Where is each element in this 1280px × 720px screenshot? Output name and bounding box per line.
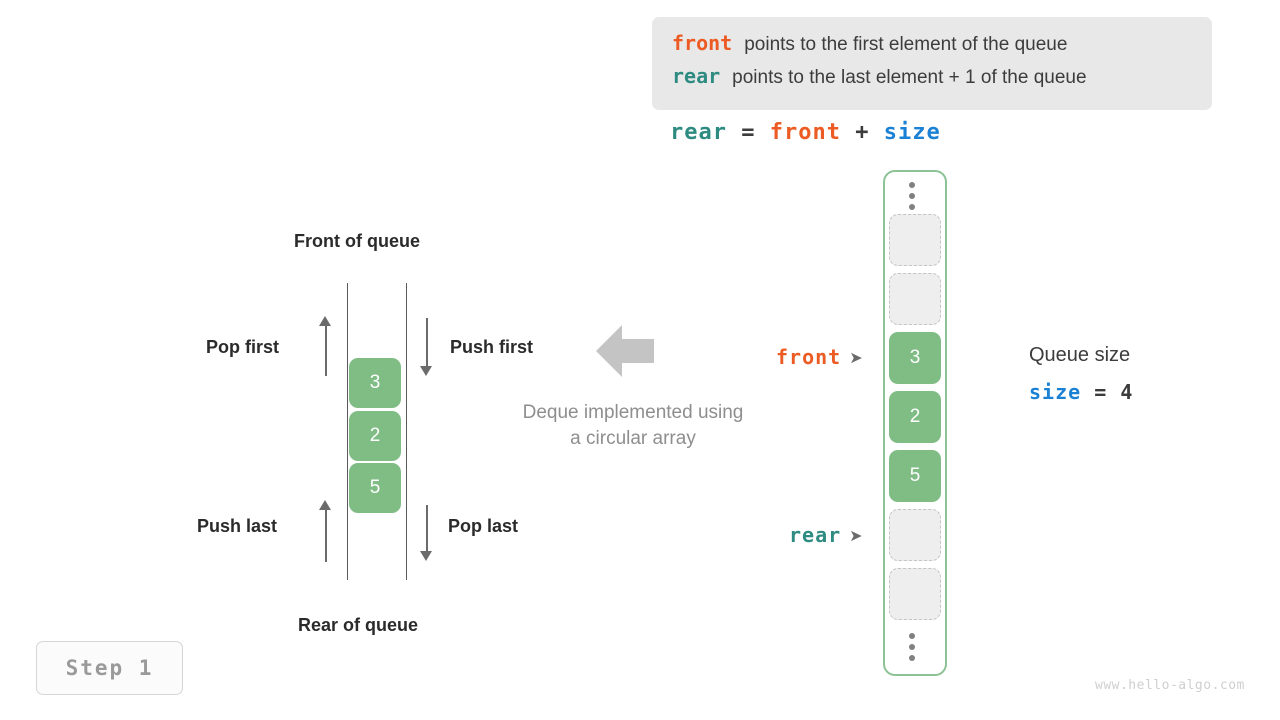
pop-last-arrow-shaft-icon [426,505,428,553]
bottom-ellipsis-icon [909,633,915,666]
formula-equals: = [741,120,756,145]
push-first-label: Push first [450,337,534,357]
push-first-arrow-shaft-icon [426,318,428,368]
legend-text-rear: points to the last element + 1 of the qu… [732,67,1087,88]
rear-pointer-label: rear ➤ [789,523,864,548]
front-of-queue-label: Front of queue [294,231,420,251]
array-slot-empty [889,509,941,561]
step-badge: Step 1 [36,641,183,695]
array-slot-empty [889,273,941,325]
legend-line-front: front points to the first element of the… [672,31,1192,64]
rear-pointer-text: rear [789,523,842,547]
legend-line-rear: rear points to the last element + 1 of t… [672,64,1192,97]
deque-cell: 3 [349,358,401,408]
rear-formula: rear = front + size [670,120,941,145]
deque-rail-left [347,283,348,580]
queue-size-equals: = [1094,380,1108,404]
queue-size-value: 4 [1120,380,1134,404]
legend-token-rear: rear [672,64,721,88]
deque-cell: 2 [349,411,401,461]
pop-last-label: Pop last [448,516,519,536]
footer-url: www.hello-algo.com [1095,678,1245,693]
array-slot-filled: 5 [889,450,941,502]
push-last-arrow-head-icon [319,500,331,510]
pointer-legend-box: front points to the first element of the… [652,17,1212,110]
pop-first-label: Pop first [206,337,280,357]
queue-size-var: size [1029,380,1082,404]
deque-cell: 5 [349,463,401,513]
array-slot-filled: 3 [889,332,941,384]
left-block-arrow-icon [596,325,654,377]
array-slot-filled: 2 [889,391,941,443]
formula-size: size [883,120,941,145]
push-last-label: Push last [197,516,278,536]
array-slot-empty [889,568,941,620]
pop-first-arrow-shaft-icon [325,326,327,376]
front-pointer-label: front ➤ [776,345,864,370]
rear-pointer-caret-icon: ➤ [849,526,864,545]
queue-size-expression: size = 4 [1029,380,1133,404]
diagram-caption: Deque implemented using a circular array [492,400,774,452]
array-slot-empty [889,214,941,266]
push-first-arrow-head-icon [420,366,432,376]
caption-line-2: a circular array [570,428,696,449]
top-ellipsis-icon [909,182,915,215]
caption-line-1: Deque implemented using [522,402,744,423]
legend-text-front: points to the first element of the queue [744,34,1068,55]
front-pointer-caret-icon: ➤ [849,348,864,367]
formula-plus: + [855,120,870,145]
front-pointer-text: front [776,345,842,369]
rear-of-queue-label: Rear of queue [298,615,419,635]
formula-lhs: rear [670,120,727,145]
push-last-arrow-shaft-icon [325,510,327,562]
pop-first-arrow-head-icon [319,316,331,326]
formula-front: front [769,120,841,145]
deque-rail-right [406,283,407,580]
pop-last-arrow-head-icon [420,551,432,561]
queue-size-title: Queue size [1029,344,1131,366]
legend-token-front: front [672,31,733,55]
